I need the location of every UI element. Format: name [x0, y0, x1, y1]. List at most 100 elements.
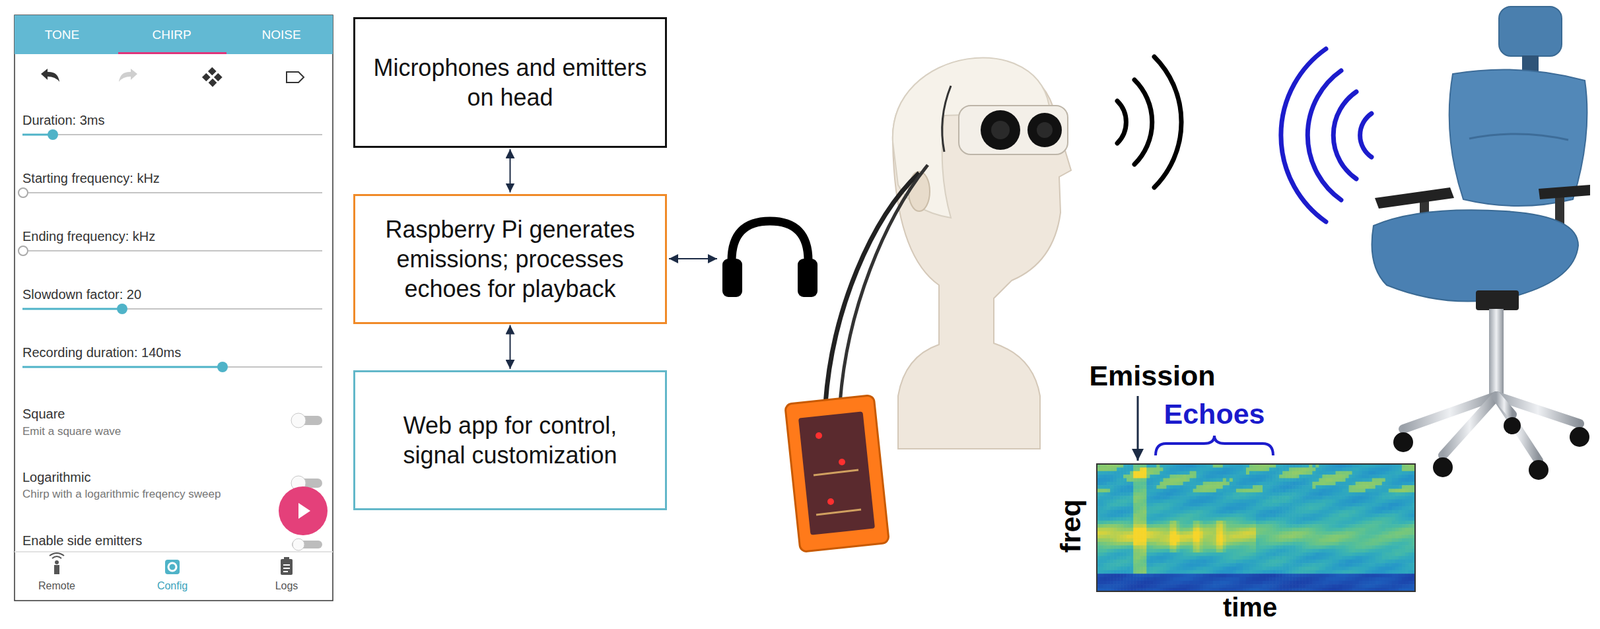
spectrogram-cell	[1209, 573, 1214, 578]
spectrogram-cell	[1262, 573, 1267, 578]
spectrogram-cell	[1199, 489, 1204, 494]
spectrogram-cell	[1103, 538, 1108, 543]
spectrogram-cell	[1166, 510, 1171, 515]
spectrogram-cell	[1189, 538, 1194, 543]
spectrogram-cell	[1236, 584, 1241, 589]
spectrogram-cell	[1180, 474, 1184, 479]
spectrogram-cell	[1116, 538, 1121, 543]
spectrogram-cell	[1176, 584, 1181, 589]
spectrogram-cell	[1159, 510, 1164, 515]
spectrogram-cell	[1176, 556, 1181, 560]
spectrogram-cell	[1152, 556, 1157, 560]
spectrogram-cell	[1239, 474, 1244, 479]
spectrogram-cell	[1123, 492, 1128, 497]
spectrogram-cell	[1180, 482, 1184, 487]
spectrogram-cell	[1255, 517, 1260, 522]
spectrogram-cell	[1255, 467, 1260, 472]
spectrogram-cell	[1206, 563, 1211, 568]
spectrogram-cell	[1259, 489, 1264, 494]
echo-wave	[1307, 70, 1342, 201]
spectrogram-cell	[1199, 545, 1204, 550]
spectrogram-cell	[1172, 521, 1177, 525]
spectrogram-cell	[1146, 521, 1151, 525]
spectrogram-cell	[1149, 584, 1154, 589]
spectrogram-cell	[1206, 478, 1211, 483]
spectrogram-cell	[1183, 545, 1188, 550]
spectrogram-cell	[1100, 482, 1105, 487]
spectrogram-cell	[1232, 499, 1237, 504]
spectrogram-cell	[1149, 492, 1154, 497]
office-chair	[1442, 396, 1497, 456]
spectrogram-cell	[1255, 566, 1260, 571]
spectrogram-cell	[1239, 556, 1244, 560]
spectrogram-cell	[1176, 545, 1181, 550]
spectrogram-cell	[1166, 577, 1171, 582]
spectrogram-cell	[1116, 559, 1121, 564]
spectrogram-cell	[1246, 542, 1251, 547]
spectrogram-cell	[1103, 556, 1108, 560]
spectrogram-cell	[1183, 489, 1188, 494]
spectrogram-cell	[1152, 471, 1157, 476]
spectrogram-cell	[1189, 584, 1194, 589]
spectrogram-cell	[1209, 563, 1214, 568]
spectrogram-cell	[1116, 485, 1121, 490]
spectrogram-cell	[1156, 521, 1161, 525]
spectrogram-cell	[1180, 534, 1184, 539]
spectrogram-cell	[1219, 517, 1224, 522]
spectrogram-cell	[1196, 552, 1201, 557]
office-chair	[1449, 69, 1588, 207]
spectrogram-cell	[1236, 566, 1241, 571]
spectrogram-cell	[1216, 528, 1221, 533]
spectrogram-cell	[1126, 489, 1131, 494]
spectrogram-cell	[1159, 545, 1164, 550]
spectrogram-cell	[1206, 510, 1211, 515]
spectrogram-cell	[1246, 552, 1251, 557]
spectrogram-cell	[1199, 478, 1204, 483]
spectrogram-cell	[1110, 492, 1114, 497]
spectrogram-cell	[1119, 489, 1124, 494]
spectrogram-cell	[1169, 545, 1174, 550]
spectrogram-cell	[1216, 513, 1221, 518]
spectrogram-cell	[1136, 482, 1141, 487]
toolbar-icons	[202, 73, 211, 82]
spectrogram-cell	[1236, 549, 1241, 554]
spectrogram-cell	[1265, 506, 1270, 511]
spectrogram-cell	[1189, 489, 1194, 494]
spectrogram-cell	[1246, 556, 1251, 560]
spectrogram-cell	[1162, 556, 1167, 560]
spectrogram-cell	[1119, 503, 1124, 508]
spectrogram-cell	[1139, 531, 1144, 536]
spectrogram-cell	[1166, 489, 1171, 494]
spectrogram-cell	[1206, 474, 1211, 479]
spectrogram-cell	[1213, 499, 1218, 504]
spectrogram-cell	[1199, 563, 1204, 568]
spectrogram-cell	[1103, 566, 1108, 571]
spectrogram-cell	[1222, 552, 1227, 557]
spectrogram-cell	[1166, 545, 1171, 550]
bottom-nav-icons	[168, 563, 177, 572]
spectrogram-cell	[1213, 510, 1218, 515]
spectrogram-cell	[1106, 559, 1111, 564]
office-chair	[1498, 6, 1562, 57]
spectrogram-cell	[1242, 495, 1247, 500]
spectrogram-cell	[1172, 542, 1177, 547]
spectrogram-cell	[1126, 492, 1131, 497]
slider	[217, 361, 228, 373]
spectrogram-cell	[1129, 495, 1134, 500]
spectrogram-cell	[1252, 499, 1257, 504]
spectrogram-cell	[1162, 513, 1167, 518]
spectrogram-cell	[1110, 499, 1114, 504]
spectrogram-cell	[1219, 531, 1224, 536]
spectrogram-cell	[1232, 467, 1237, 472]
spectrogram-cell	[1196, 510, 1201, 515]
spectrogram-cell	[1196, 542, 1201, 547]
spectrogram-cell	[1116, 474, 1121, 479]
bottom-nav-icons	[283, 571, 288, 573]
spectrogram-cell	[1152, 581, 1157, 586]
spectrogram-cell	[1213, 471, 1218, 476]
spectrogram-cell	[1139, 474, 1144, 479]
spectrogram-cell	[1209, 556, 1214, 560]
spectrogram-cell	[1152, 506, 1157, 511]
spectrogram-cell	[1259, 471, 1264, 476]
spectrogram-cell	[1133, 528, 1138, 533]
